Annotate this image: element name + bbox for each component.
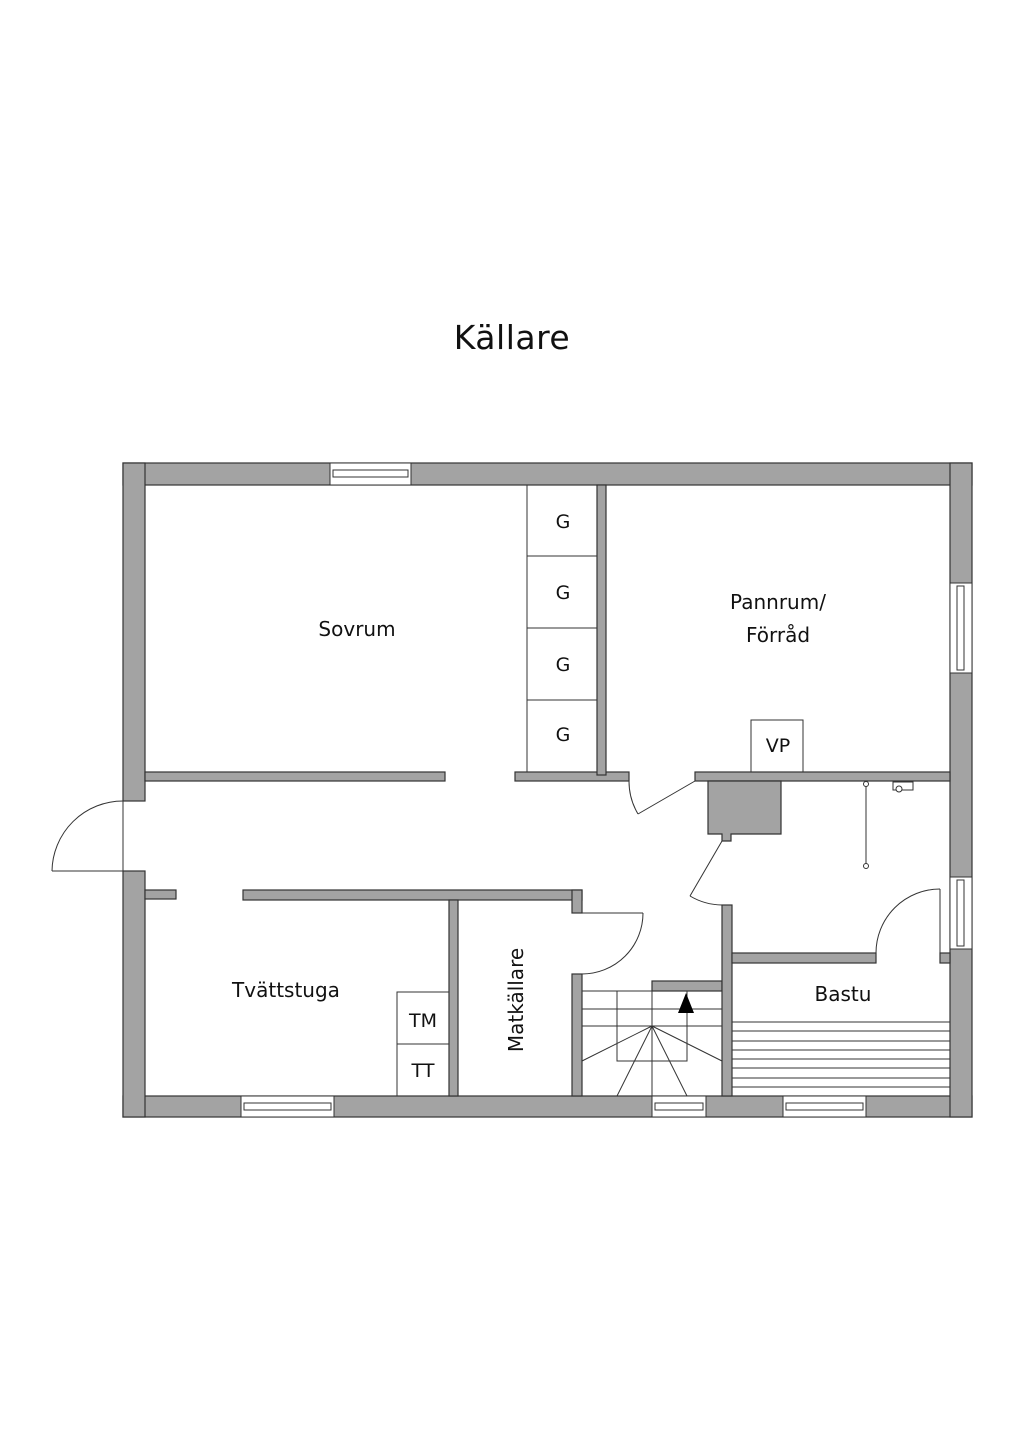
- matkallare-door: [581, 912, 644, 975]
- window-right-bastu: [949, 876, 973, 950]
- pannrum-door: [628, 780, 696, 815]
- window-bottom-bastu: [782, 1095, 867, 1118]
- heat-pump-label: VP: [766, 735, 790, 757]
- entrance-door: [51, 800, 124, 872]
- room-label-pannrum-1: Pannrum/: [730, 590, 826, 614]
- room-label-tvattstuga: Tvättstuga: [231, 978, 340, 1002]
- stair-arrow-icon: [678, 993, 694, 1013]
- pipe-fixture: [863, 781, 914, 869]
- wardrobe-label: G: [556, 724, 571, 746]
- heat-pump-box: [750, 719, 804, 773]
- room-label-pannrum-2: Förråd: [746, 623, 810, 647]
- wardrobe-label: G: [556, 582, 571, 604]
- laundry-appliances: [396, 991, 450, 1097]
- windows: [240, 462, 973, 1118]
- staircase: [581, 981, 723, 1117]
- room-label-matkallare: Matkällare: [504, 948, 528, 1052]
- sauna-benches: [732, 1021, 950, 1088]
- window-bottom-stair: [651, 1095, 707, 1118]
- window-bottom-tvatt: [240, 1095, 335, 1118]
- floor-title: Källare: [453, 318, 571, 357]
- washing-machine-label: TM: [408, 1010, 437, 1032]
- outer-walls: [122, 462, 973, 1118]
- wardrobes: [526, 484, 598, 773]
- window-right-pannrum: [949, 582, 973, 674]
- interior-walls: [144, 484, 951, 1097]
- window-top-sovrum: [329, 462, 412, 486]
- bastu-door: [875, 888, 941, 954]
- room-label-sovrum: Sovrum: [318, 617, 395, 641]
- tumble-dryer-label: TT: [411, 1060, 435, 1082]
- doors: [51, 780, 941, 975]
- wardrobe-label: G: [556, 511, 571, 533]
- hall-door: [689, 840, 723, 906]
- room-label-bastu: Bastu: [815, 982, 872, 1006]
- wardrobe-label: G: [556, 654, 571, 676]
